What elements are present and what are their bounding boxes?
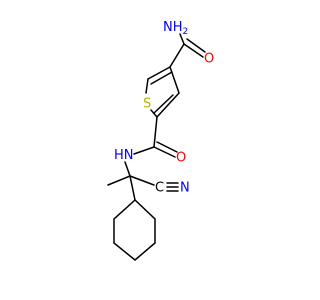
atom-oxygen-top-label: O — [204, 52, 214, 67]
middle-carboxamide — [124, 116, 178, 177]
cyclohexane-outline — [113, 198, 156, 261]
nh2-nitrogen: N — [163, 20, 173, 35]
atom-sulfur-label: S — [143, 97, 151, 112]
bond-ring-carbonyl — [153, 116, 158, 148]
top-carboxamide — [169, 33, 206, 68]
bond-quaternary-nitrile — [129, 175, 155, 186]
quaternary-center — [107, 175, 179, 201]
molecule-structure-diagram: NH2 O S O HN C N — [107, 20, 214, 261]
nh-hydrogen: H — [114, 148, 124, 163]
bond-c-c-ring — [156, 92, 180, 118]
bond-quaternary-cyclohexyl — [129, 175, 136, 201]
bond-c-c-ring — [169, 66, 180, 94]
thiophene-ring — [145, 66, 180, 118]
bond-s-c-ring — [145, 78, 149, 94]
nh-nitrogen: N — [124, 148, 134, 163]
bond-n-quaternary — [124, 161, 131, 177]
bond-carbonyl-o — [153, 146, 176, 158]
atom-nitrile-nitrogen-label: N — [180, 181, 190, 196]
bond-c-c-ring-double — [150, 71, 173, 85]
bond-methyl — [107, 175, 131, 186]
atom-nitrogen-nh2-label: NH2 — [163, 20, 188, 37]
bond-ring-carbonyl — [169, 43, 185, 68]
bond-carbonyl-o-double — [186, 38, 206, 53]
atom-nh-label: HN — [114, 148, 134, 163]
bond-carbonyl-n — [133, 146, 155, 155]
bond-c-s-ring — [150, 109, 158, 118]
bond-carbonyl-o — [183, 43, 204, 58]
nh2-subscript: 2 — [183, 27, 189, 37]
cyclohexane-ring — [113, 198, 156, 261]
bond-carbonyl-o-double — [156, 141, 178, 153]
atom-nitrile-carbon-label: C — [155, 181, 164, 196]
bond-c-c-ring-double — [153, 94, 174, 114]
bond-c-c-ring — [147, 66, 171, 80]
nh2-hydrogen: H — [173, 20, 183, 35]
bond-carbonyl-nh2 — [179, 33, 185, 45]
atom-oxygen-middle-label: O — [176, 151, 186, 166]
